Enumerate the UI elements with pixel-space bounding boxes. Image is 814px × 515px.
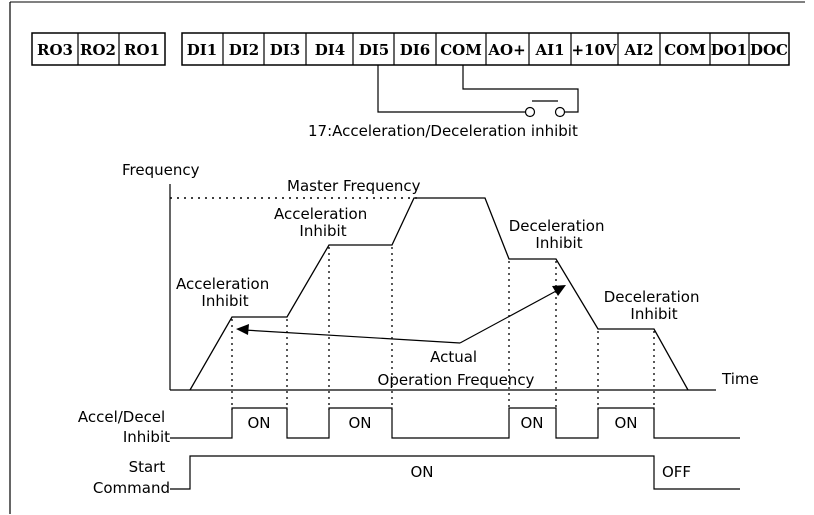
wiring-caption: 17:Acceleration/Deceleration inhibit [308, 122, 578, 140]
terminal-di2: DI2 [229, 41, 259, 59]
inhibit-signal-waveform [170, 407, 740, 439]
annotation-decel-2: Deceleration Inhibit [604, 288, 705, 323]
start-off-label: OFF [662, 463, 691, 481]
di5-wire [377, 65, 525, 113]
inhibit-signal-label: Accel/Decel Inhibit [78, 408, 170, 446]
terminal-plus-10v: +10V [571, 41, 616, 59]
callout-arrow-left [243, 329, 461, 344]
annotation-accel-1: Acceleration Inhibit [176, 275, 274, 310]
inhibit-pulse-2-label: ON [348, 414, 371, 432]
actual-frequency-label: Actual Operation Frequency [378, 348, 535, 389]
actual-frequency-trace [189, 197, 689, 391]
terminal-com-1: COM [440, 41, 482, 59]
callout-arrowhead-right [552, 285, 566, 296]
inhibit-pulse-1-label: ON [247, 414, 270, 432]
terminal-di6: DI6 [400, 41, 430, 59]
terminal-di4: DI4 [315, 41, 345, 59]
terminal-com-2: COM [664, 41, 706, 59]
inhibit-pulse-3-label: ON [520, 414, 543, 432]
terminal-ao-plus: AO+ [487, 41, 525, 59]
inhibit-pulse-4-label: ON [614, 414, 637, 432]
inhibit-signal-row: Accel/Decel Inhibit ON ON ON ON [78, 407, 740, 446]
y-axis-label: Frequency [122, 161, 200, 179]
start-on-label: ON [410, 463, 433, 481]
actual-frequency-callout: Actual Operation Frequency [236, 285, 566, 389]
annotation-decel-1: Deceleration Inhibit [509, 217, 610, 252]
io-terminal-strip: DI1 DI2 DI3 DI4 DI5 DI6 COM AO+ AI1 +10V… [181, 32, 790, 66]
start-command-row: Start Command ON OFF [93, 455, 740, 497]
annotation-accel-2: Acceleration Inhibit [274, 205, 372, 240]
terminal-do1: DO1 [711, 41, 748, 59]
terminal-di5: DI5 [359, 41, 389, 59]
terminal-di3: DI3 [270, 41, 300, 59]
terminal-ro3: RO3 [37, 41, 73, 59]
start-command-label: Start Command [93, 458, 170, 497]
terminal-ai2: AI2 [623, 41, 653, 59]
master-frequency-label: Master Frequency [287, 177, 421, 195]
callout-arrowhead-left [236, 324, 249, 335]
x-axis-label: Time [721, 370, 759, 388]
switch-contact-right [554, 106, 566, 118]
relay-terminal-strip: RO3 RO2 RO1 [31, 32, 166, 66]
terminal-doc: DOC [750, 41, 788, 59]
switch-contact-left [524, 106, 536, 118]
start-command-waveform [170, 455, 740, 490]
terminal-ai1: AI1 [534, 41, 564, 59]
com-wire [462, 65, 579, 113]
terminal-ro1: RO1 [124, 41, 160, 59]
terminal-di1: DI1 [187, 41, 217, 59]
inhibit-switch-wiring [377, 65, 579, 118]
callout-arrow-right [459, 289, 559, 344]
terminal-ro2: RO2 [80, 41, 116, 59]
